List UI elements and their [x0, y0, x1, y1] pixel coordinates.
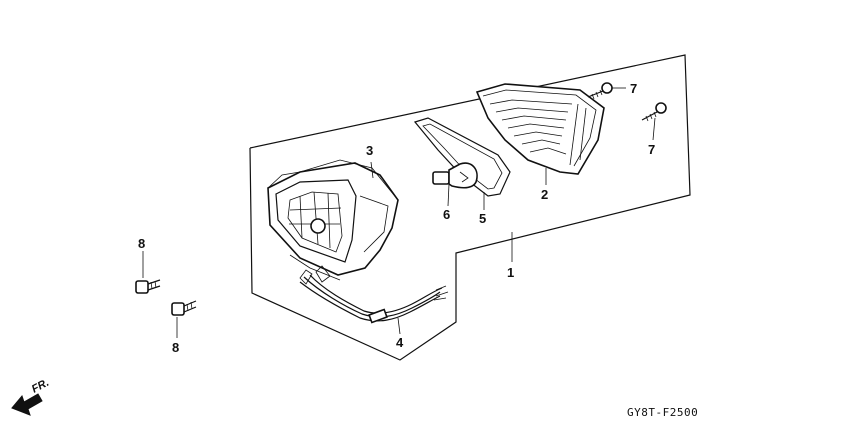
front-label: FR.	[30, 377, 51, 396]
mounting-bolt-upper	[135, 279, 161, 294]
lens-screw-upper	[587, 82, 613, 100]
lens-screw-lower	[641, 102, 667, 122]
callout-7b: 7	[648, 142, 655, 157]
callout-1: 1	[507, 265, 514, 280]
callout-2: 2	[541, 187, 548, 202]
callout-5: 5	[479, 211, 486, 226]
figure-code: GY8T-F2500	[627, 406, 698, 419]
callout-8a: 8	[138, 236, 145, 251]
leader-7b	[652, 117, 656, 141]
wire-harness	[299, 265, 449, 324]
assembly-outline	[249, 54, 691, 361]
callout-8b: 8	[172, 340, 179, 355]
front-direction-arrow: FR.	[11, 377, 51, 416]
callout-4: 4	[396, 335, 404, 350]
gasket	[413, 117, 511, 197]
callout-6: 6	[443, 207, 450, 222]
mounting-bolt-lower	[171, 300, 197, 316]
bulb	[432, 162, 478, 189]
leader-3	[370, 161, 374, 179]
taillight-housing	[267, 159, 399, 281]
callout-3: 3	[366, 143, 373, 158]
callout-7a: 7	[630, 81, 637, 96]
leader-6	[447, 183, 450, 207]
lens	[475, 83, 605, 175]
leader-4	[397, 317, 401, 335]
